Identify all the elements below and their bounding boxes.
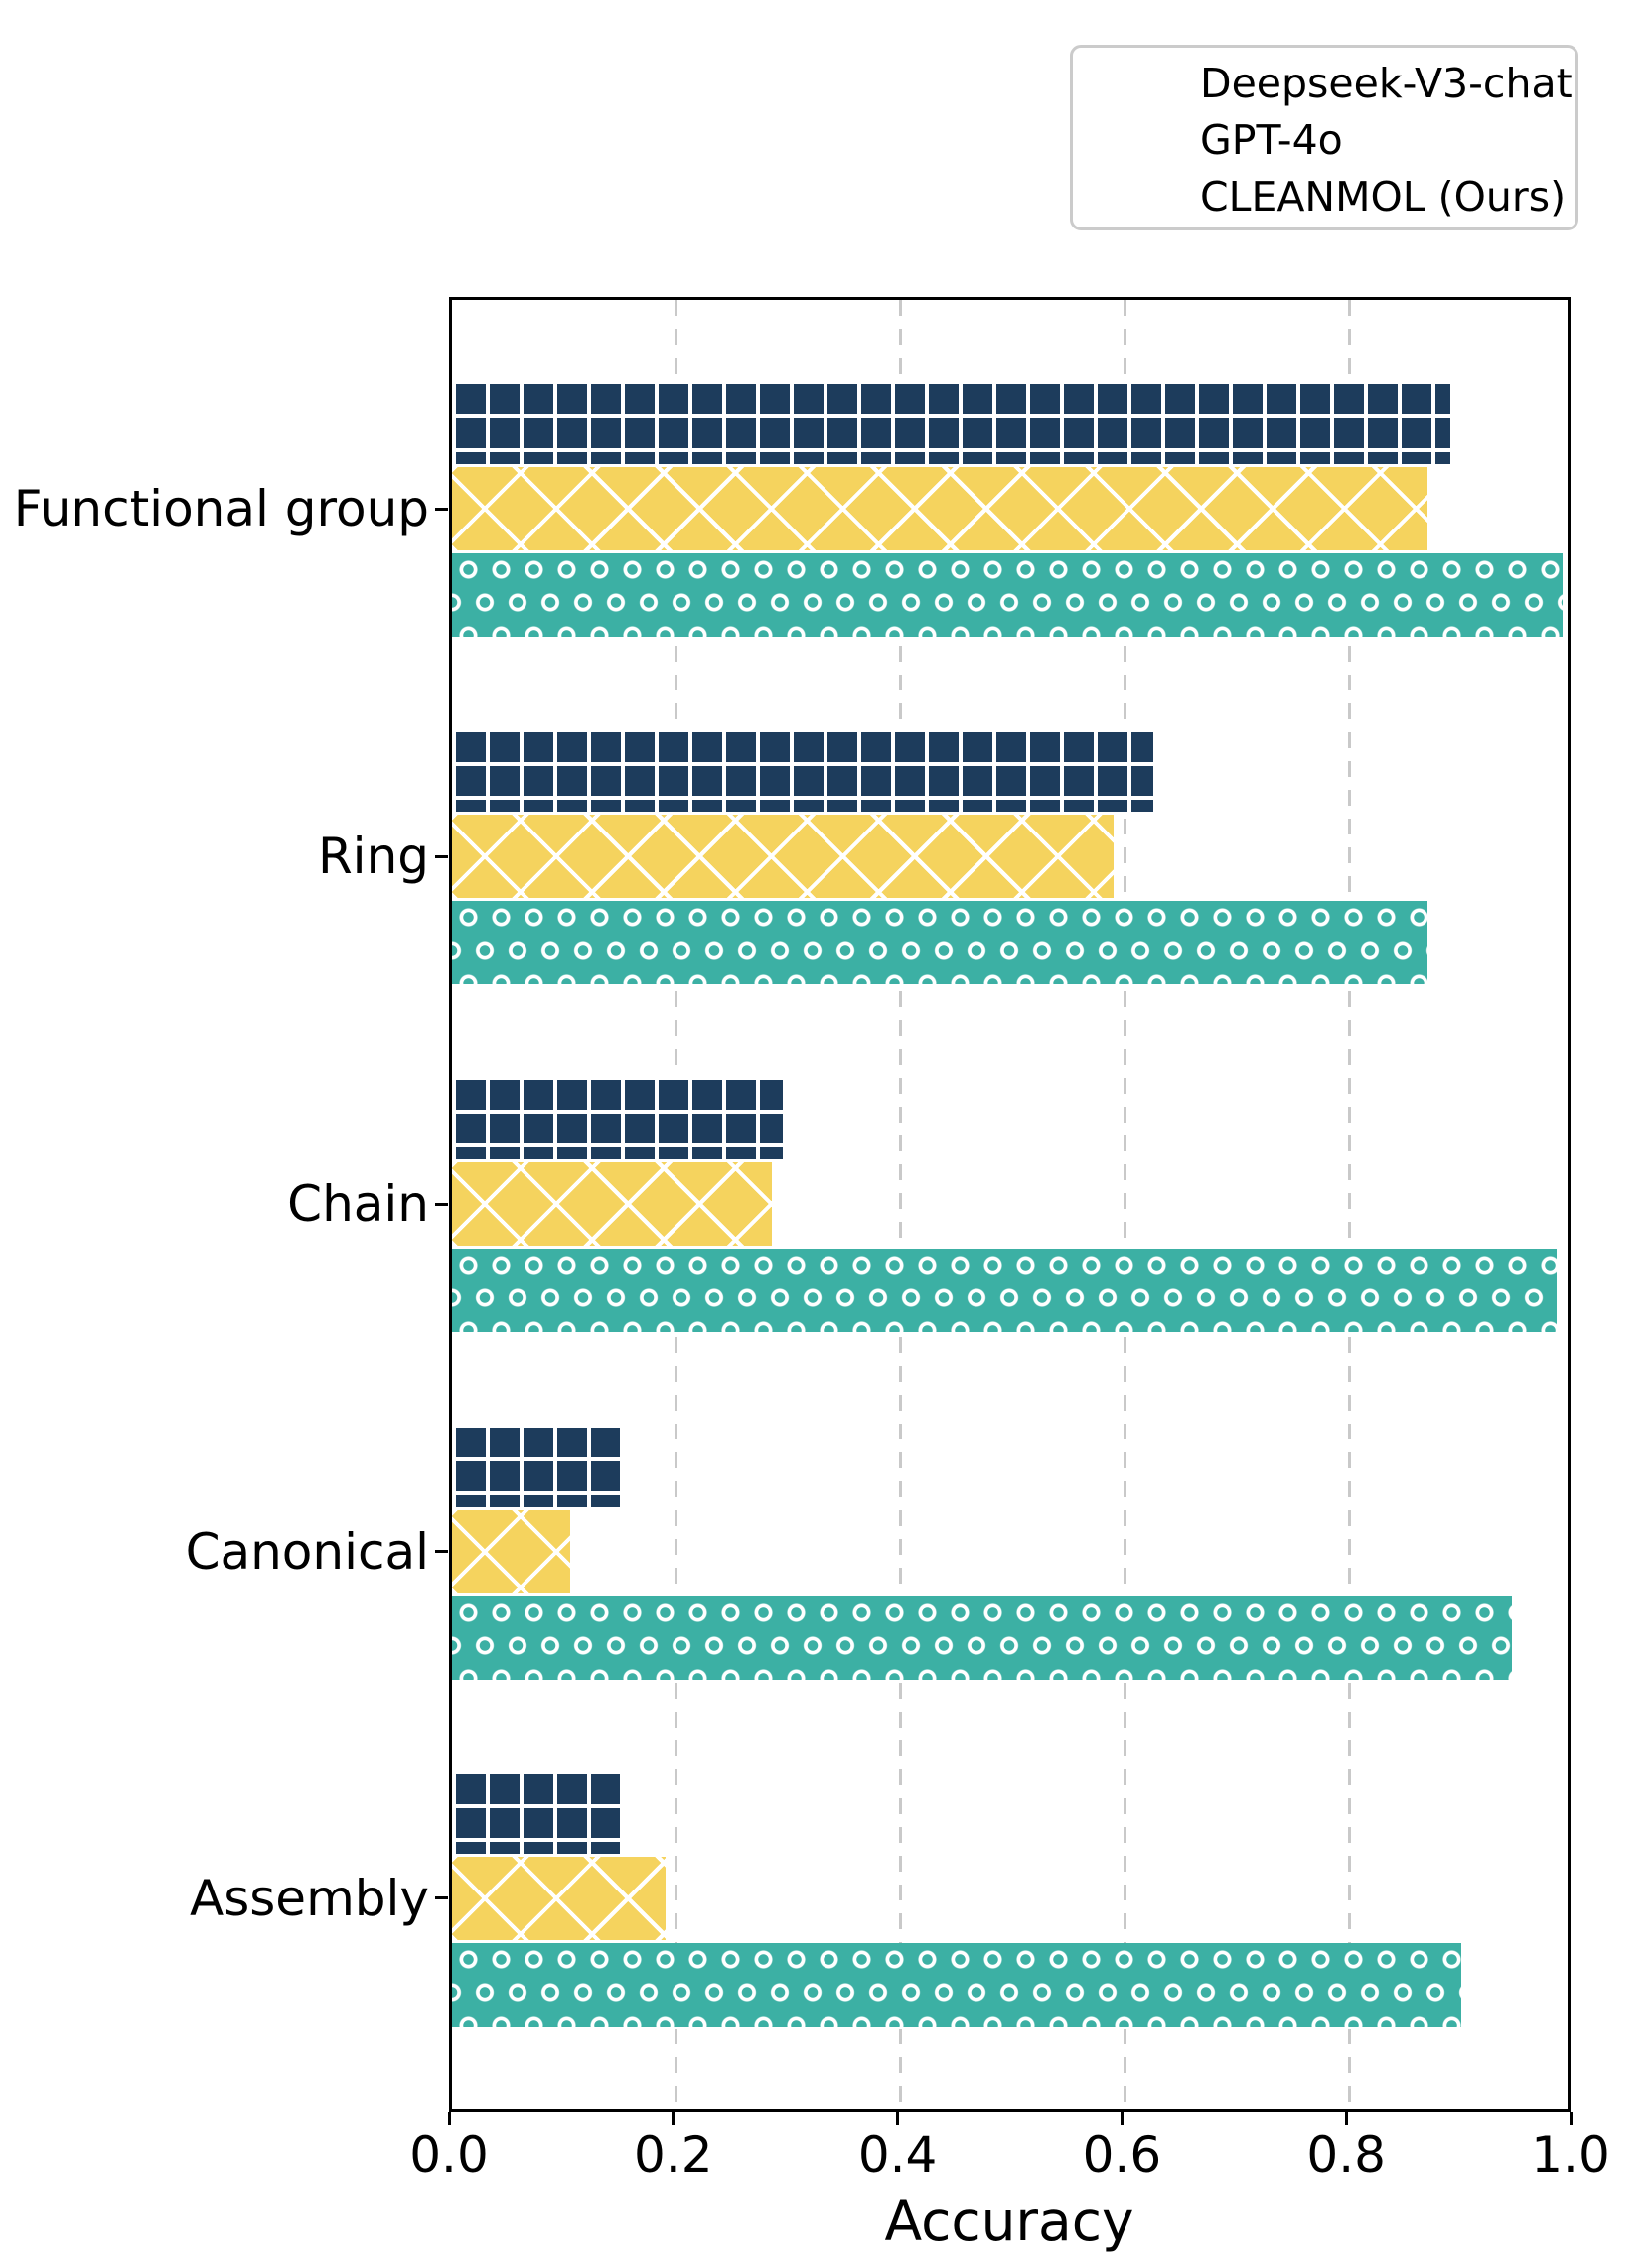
x-tickmark-0.4 [896, 2112, 900, 2125]
bar-gpt-4o-ring [452, 815, 1115, 898]
y-tickmark-functional-group [435, 507, 448, 511]
legend-swatch-cleanmol [1088, 180, 1167, 213]
gridline-0.6 [1123, 300, 1126, 2109]
bar-cleanmol-ours-chain [452, 1249, 1558, 1332]
x-tickmark-0.0 [447, 2112, 451, 2125]
bar-deepseek-v3-chat-assembly [452, 1769, 621, 1854]
x-tick-label-0.0: 0.0 [409, 2126, 489, 2184]
bar-deepseek-v3-chat-chain [452, 1076, 784, 1159]
bar-cleanmol-ours-ring [452, 901, 1428, 984]
bar-gpt-4o-functional-group [452, 467, 1428, 550]
legend-item-cleanmol: CLEANMOL (Ours) [1073, 168, 1575, 225]
bar-deepseek-v3-chat-ring [452, 728, 1153, 812]
gridline-0.4 [899, 300, 903, 2109]
bar-deepseek-v3-chat-canonical [452, 1423, 621, 1507]
plot-canvas [452, 300, 1568, 2109]
x-tickmark-0.2 [672, 2112, 675, 2125]
gridline-0.8 [1347, 300, 1351, 2109]
bar-cleanmol-ours-functional-group [452, 553, 1563, 637]
category-label-chain: Chain [287, 1175, 429, 1233]
plot-area [449, 297, 1571, 2112]
legend-label-deepseek: Deepseek-V3-chat [1200, 59, 1573, 107]
x-tick-label-0.8: 0.8 [1306, 2126, 1386, 2184]
category-label-functional-group: Functional group [13, 480, 429, 537]
x-tickmark-0.8 [1344, 2112, 1348, 2125]
x-tick-label-0.6: 0.6 [1082, 2126, 1162, 2184]
category-label-assembly: Assembly [190, 1869, 429, 1927]
x-tickmark-1.0 [1569, 2112, 1573, 2125]
bar-gpt-4o-chain [452, 1162, 772, 1246]
bar-cleanmol-ours-assembly [452, 1942, 1462, 2027]
legend-label-gpt4o: GPT-4o [1200, 115, 1343, 164]
x-tick-label-0.2: 0.2 [634, 2126, 713, 2184]
y-tickmark-ring [435, 854, 448, 858]
legend-label-cleanmol: CLEANMOL (Ours) [1200, 172, 1567, 221]
bar-deepseek-v3-chat-functional-group [452, 380, 1450, 464]
x-tick-label-1.0: 1.0 [1531, 2126, 1610, 2184]
x-tick-label-0.4: 0.4 [857, 2126, 938, 2184]
category-label-ring: Ring [317, 828, 429, 885]
y-tickmark-canonical [435, 1550, 448, 1553]
category-label-canonical: Canonical [185, 1522, 429, 1581]
legend-swatch-gpt4o [1088, 123, 1167, 156]
bar-gpt-4o-assembly [452, 1856, 666, 1940]
legend: Deepseek-V3-chat GPT-4o CLEANMOL (Ours) [1070, 45, 1578, 230]
y-tickmark-chain [435, 1202, 448, 1206]
x-tickmark-0.6 [1120, 2112, 1124, 2125]
legend-item-gpt4o: GPT-4o [1073, 111, 1575, 168]
y-tickmark-assembly [435, 1896, 448, 1899]
legend-item-deepseek: Deepseek-V3-chat [1073, 55, 1575, 111]
x-axis-title: Accuracy [884, 2190, 1134, 2253]
bar-cleanmol-ours-canonical [452, 1595, 1512, 1680]
legend-swatch-deepseek [1088, 67, 1167, 99]
bar-gpt-4o-canonical [452, 1509, 570, 1593]
